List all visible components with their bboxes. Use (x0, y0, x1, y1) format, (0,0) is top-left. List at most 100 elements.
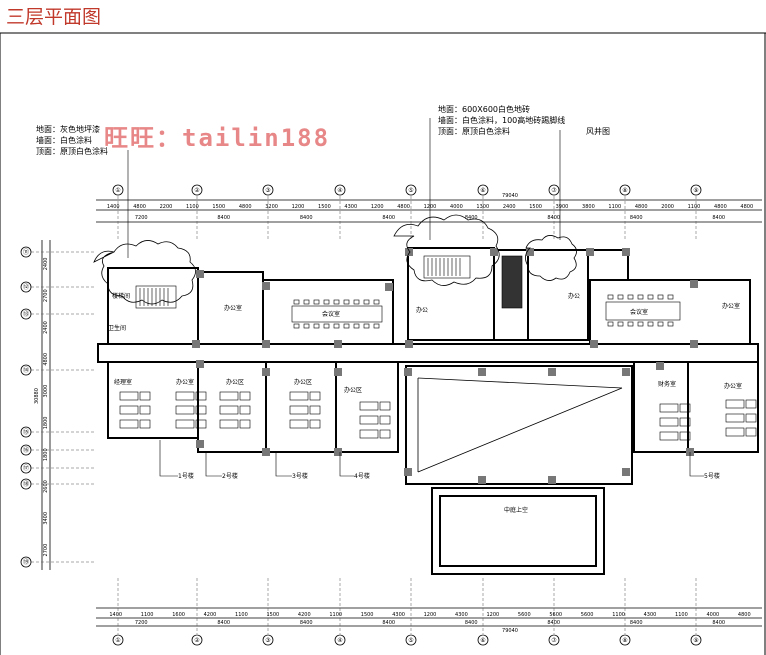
room-office-far-right: 办公室 (722, 302, 740, 310)
bottom-dim-segment: 8400 (382, 620, 395, 626)
top-dim-value: 4000 (450, 204, 463, 210)
column (262, 368, 270, 376)
axis-label-bottom: ① (115, 637, 120, 644)
top-dim-value: 4800 (133, 204, 146, 210)
axis-label-bottom: ⑧ (622, 637, 627, 644)
column (262, 448, 270, 456)
top-dim-value: 1100 (608, 204, 621, 210)
left-dim-value: 2700 (43, 544, 49, 557)
top-dim-value: 4800 (397, 204, 410, 210)
bottom-dim-value: 4300 (455, 612, 468, 618)
left-dim-value: 2700 (43, 289, 49, 302)
room-void-bottom: 中庭上空 (504, 506, 528, 514)
top-dim-segment: 7200 (135, 215, 148, 221)
frame (0, 32, 766, 655)
room-restroom: 卫生间 (108, 324, 126, 332)
axis-label-left: ⑱ (23, 480, 29, 488)
column (622, 368, 630, 376)
top-dim-value: 2200 (160, 204, 173, 210)
column (385, 283, 393, 291)
label-c: 3号楼 (292, 472, 308, 480)
bottom-dim-value: 1100 (141, 612, 154, 618)
axis-bubble-left (20, 246, 32, 258)
axis-label-top: ④ (337, 187, 342, 194)
room-manager-2: 办公室 (176, 378, 194, 386)
left-dim-value: 1800 (43, 448, 49, 461)
column (405, 248, 413, 256)
bottom-dim-value: 4200 (298, 612, 311, 618)
bottom-dim-value: 4300 (392, 612, 405, 618)
room-office-open-3: 办公区 (344, 386, 362, 394)
axis-bubble-bottom (619, 634, 631, 646)
axis-bubble-left (20, 281, 32, 293)
top-dim-value: 2000 (661, 204, 674, 210)
stair-left (135, 285, 177, 309)
bottom-dimension-lines (96, 607, 762, 627)
axis-bubble-left (20, 478, 32, 490)
room-office-open-1: 办公区 (226, 378, 244, 386)
bottom-dim-value: 4200 (204, 612, 217, 618)
axis-label-bottom: ⑤ (408, 637, 413, 644)
axis-label-top: ① (115, 187, 120, 194)
column (656, 362, 664, 370)
column (196, 270, 204, 278)
label-b: 2号楼 (222, 472, 238, 480)
column (334, 368, 342, 376)
column (526, 248, 534, 256)
top-dim-value: 1400 (107, 204, 120, 210)
top-dimension-lines (96, 199, 762, 223)
axis-label-left: ⑪ (23, 248, 29, 256)
axis-bubble-top (477, 184, 489, 196)
column (262, 340, 270, 348)
column (690, 340, 698, 348)
top-dim-value: 1100 (186, 204, 199, 210)
left-dim-value: 4800 (43, 353, 49, 366)
label-e: 5号楼 (704, 472, 720, 480)
room-meeting-2: 会议室 (630, 308, 648, 316)
building-walls (97, 247, 759, 575)
top-dim-value: 1200 (292, 204, 305, 210)
axis-bubble-bottom (112, 634, 124, 646)
column (478, 368, 486, 376)
bottom-dim-value: 4300 (644, 612, 657, 618)
top-dim-value: 1300 (476, 204, 489, 210)
left-dim-value: 2400 (43, 321, 49, 334)
bottom-dim-segment: 8400 (465, 620, 478, 626)
column (334, 340, 342, 348)
axis-label-left: ⑭ (23, 366, 29, 374)
column (478, 476, 486, 484)
top-dim-value: 1200 (424, 204, 437, 210)
room-manager-1: 经理室 (114, 378, 132, 386)
axis-bubble-top (548, 184, 560, 196)
axis-bubble-top (405, 184, 417, 196)
axis-label-top: ⑤ (408, 187, 413, 194)
axis-bubble-bottom (334, 634, 346, 646)
axis-bubble-top (690, 184, 702, 196)
bottom-dim-segment: 8400 (712, 620, 725, 626)
axis-bubble-left (20, 308, 32, 320)
bottom-dim-value: 1400 (109, 612, 122, 618)
top-dim-value: 3800 (582, 204, 595, 210)
bottom-dim-segment: 7200 (135, 620, 148, 626)
axis-bubble-top (334, 184, 346, 196)
top-total-dim: 79040 (502, 193, 518, 199)
note-right-1: 地面：600X600白色地砖 (438, 104, 530, 114)
left-dim-value: 3000 (43, 385, 49, 398)
notes-left: 地面：灰色地坪漆 墙面：白色涂料 顶面：原顶白色涂料 (36, 124, 108, 156)
axis-label-bottom: ⑥ (480, 637, 485, 644)
meeting-table-1 (291, 299, 383, 329)
revision-clouds (93, 214, 577, 305)
bottom-dim-value: 1100 (235, 612, 248, 618)
column (192, 340, 200, 348)
top-dim-segment: 8400 (300, 215, 313, 221)
top-dim-segment: 8400 (712, 215, 725, 221)
axis-bubble-bottom (548, 634, 560, 646)
top-dim-segment: 8400 (217, 215, 230, 221)
axis-bubble-bottom (262, 634, 274, 646)
bottom-dim-value: 5600 (581, 612, 594, 618)
office-desks (119, 391, 757, 441)
top-dim-value: 1500 (212, 204, 225, 210)
room-office-1: 办公室 (224, 304, 242, 312)
bottom-dim-value: 1500 (361, 612, 374, 618)
room-office-small-1: 办公 (416, 306, 428, 314)
